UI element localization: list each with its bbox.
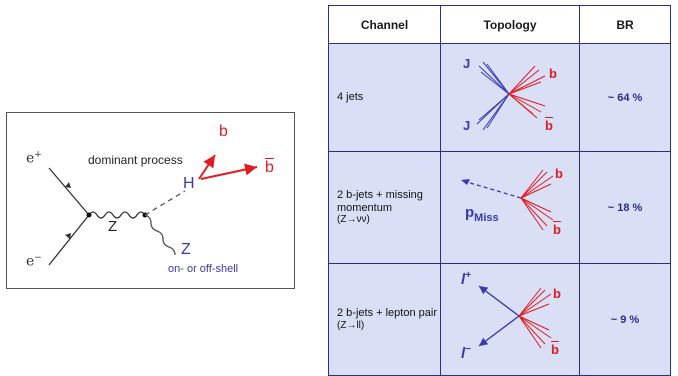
br-cell: ~ 18 % (579, 151, 671, 264)
feynman-diagram: e+ e− dominant process Z H b b Z on- or … (6, 112, 295, 289)
channel-label: 2 b-jets + missing momentum (337, 189, 423, 214)
table-row: 4 jets J J b b ~ 64 (328, 43, 671, 152)
z-shell-note: on- or off-shell (168, 263, 239, 275)
header-topology: Topology (440, 5, 580, 44)
channel-cell: 2 b-jets + lepton pair (Z→ll) (328, 263, 441, 376)
topology-cell: J J b b (440, 43, 580, 152)
header-br: BR (579, 5, 671, 44)
bbar-label: b (551, 342, 559, 357)
topology-cell: l+ l− b b (440, 263, 580, 376)
z-out-line (144, 214, 176, 256)
channel-cell: 4 jets (328, 43, 441, 152)
table-row: 2 b-jets + lepton pair (Z→ll) l (328, 263, 671, 376)
channel-sublabel: (Z→ll) (337, 320, 365, 332)
topology-missing-momentum (461, 169, 554, 231)
b-label: b (219, 123, 228, 140)
z-out-label: Z (181, 241, 191, 258)
z-propagator (88, 211, 146, 219)
e-plus-label: e+ (26, 150, 42, 167)
higgs-label: H (183, 175, 195, 192)
higgs-line (144, 190, 186, 216)
jet-label: J (463, 118, 471, 133)
b-label: b (553, 286, 561, 301)
bbar-label: b (553, 222, 561, 237)
topology-cell: pMiss b b (440, 151, 580, 264)
lepton-minus-label: l− (461, 344, 472, 362)
b-arrow (198, 154, 216, 180)
z-propagator-label: Z (108, 218, 118, 235)
pmiss-label: pMiss (465, 204, 499, 224)
channel-cell: 2 b-jets + missing momentum (Z→νν) (328, 151, 441, 264)
br-cell: ~ 64 % (579, 43, 671, 152)
topology-lepton-pair (478, 285, 552, 349)
channel-label: 4 jets (337, 91, 364, 104)
br-cell: ~ 9 % (579, 263, 671, 376)
table-row: 2 b-jets + missing momentum (Z→νν) pMiss… (328, 151, 671, 264)
e-minus-line (48, 214, 90, 266)
table-header-row: Channel Topology BR (328, 5, 671, 44)
lepton-plus-label: l+ (461, 270, 472, 288)
e-plus-line (48, 167, 90, 216)
b-label: b (549, 66, 557, 81)
channel-label: 2 b-jets + lepton pair (337, 307, 437, 320)
bbar-label: b (265, 159, 274, 176)
channel-table: Channel Topology BR 4 jets (328, 5, 671, 376)
feynman-lines (48, 154, 258, 266)
topology-4jets (476, 61, 546, 131)
header-channel: Channel (328, 5, 441, 44)
process-caption: dominant process (88, 153, 183, 167)
channel-sublabel: (Z→νν) (337, 214, 370, 226)
bbar-label: b (545, 118, 553, 133)
b-label: b (555, 166, 563, 181)
e-minus-label: e− (26, 253, 42, 270)
jet-label: J (463, 56, 471, 71)
bbar-arrow (200, 163, 258, 180)
